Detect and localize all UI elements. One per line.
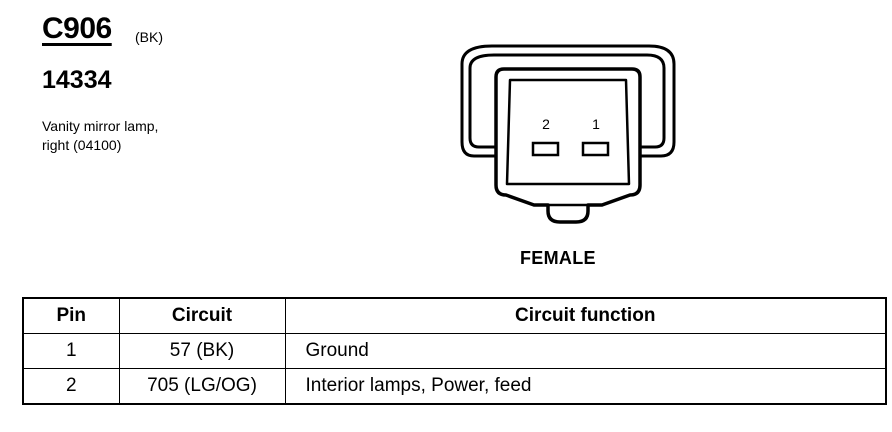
latch-ring-inner (468, 53, 666, 149)
connector-id: C906 (42, 12, 112, 45)
cell-function: Ground (284, 333, 887, 369)
pinout-table: Pin Circuit Circuit function 1 57 (BK) G… (22, 297, 887, 405)
table-header-row: Pin Circuit Circuit function (22, 297, 887, 334)
connector-gender-label: FEMALE (520, 248, 596, 268)
header-circuit: Circuit (118, 297, 286, 334)
pin-cavity-2 (531, 141, 560, 157)
cell-pin: 1 (22, 333, 120, 369)
pin-cavity-1 (581, 141, 610, 157)
header-pin: Pin (22, 297, 120, 334)
connector-description: Vanity mirror lamp, right (04100) (42, 117, 242, 155)
table-row: 2 705 (LG/OG) Interior lamps, Power, fee… (22, 368, 887, 405)
description-line-2: right (04100) (42, 137, 122, 153)
latch-ring-outer (460, 44, 676, 158)
header-circuit-function: Circuit function (284, 297, 887, 334)
connector-face (505, 78, 631, 186)
cell-function: Interior lamps, Power, feed (284, 368, 887, 405)
pin-label-2: 2 (542, 116, 550, 132)
description-line-1: Vanity mirror lamp, (42, 118, 159, 134)
cell-circuit: 57 (BK) (118, 333, 286, 369)
cell-circuit: 705 (LG/OG) (118, 368, 286, 405)
part-number: 14334 (42, 66, 112, 94)
pin-label-1: 1 (592, 116, 600, 132)
connector-diagram: 2 1 (460, 44, 676, 224)
table-row: 1 57 (BK) Ground (22, 333, 887, 369)
connector-color: (BK) (135, 29, 163, 45)
cell-pin: 2 (22, 368, 120, 405)
connector-housing (494, 67, 642, 224)
